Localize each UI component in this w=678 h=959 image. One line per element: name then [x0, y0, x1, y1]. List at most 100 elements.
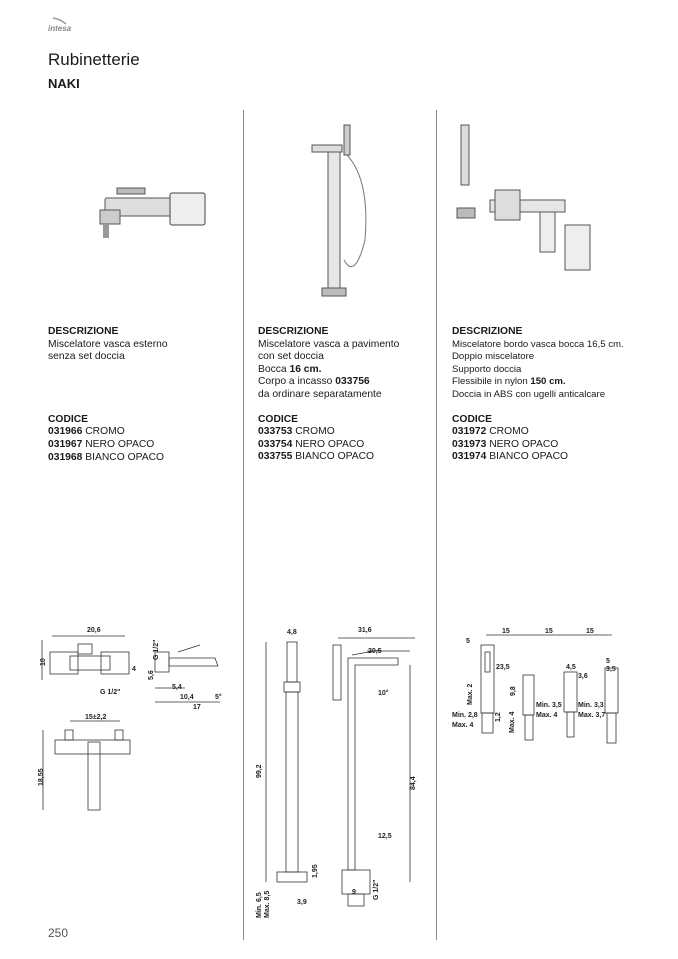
dimension-label: 10,4 [180, 694, 194, 701]
finish: CROMO [489, 426, 529, 438]
column-divider [436, 110, 437, 940]
dimension-label: 5,4 [172, 684, 182, 691]
code: 031967 [48, 438, 83, 450]
code-row: 033753 CROMO [258, 426, 448, 439]
description-heading: DESCRIZIONE [452, 326, 523, 337]
description-line: Flessibile in nylon 150 cm. [452, 376, 642, 389]
product-image-deck-mixer [456, 124, 591, 271]
code: 031972 [452, 426, 487, 438]
dimension-label: 18,55 [38, 768, 45, 786]
description-line: Bocca 16 cm. [258, 364, 448, 377]
dimension-label: 99,2 [256, 764, 263, 778]
product-info-1: DESCRIZIONE Miscelatore vasca esterno se… [48, 326, 238, 464]
dimension-label: 5,6 [148, 670, 155, 680]
dimension-label: Max. 3,7 [578, 712, 606, 719]
logo-mark-icon [52, 17, 67, 25]
dimension-label: 10° [378, 690, 389, 697]
dimension-label: Min. 3,5 [536, 702, 562, 709]
dimension-label: G 1/2" [100, 689, 121, 696]
dimension-label: 10 [40, 658, 47, 666]
description-line: senza set doccia [48, 351, 125, 363]
code-row: 031966 CROMO [48, 426, 238, 439]
dimension-label: 5 [466, 638, 470, 645]
dimension-label: Max. 2 [467, 683, 474, 705]
text: Corpo a incasso [258, 376, 336, 388]
dimension-label: Max. 4 [509, 711, 516, 733]
code-row: 033755 BIANCO OPACO [258, 451, 448, 464]
dimension-label: 3,6 [578, 673, 588, 680]
description-line: da ordinare separatamente [258, 388, 382, 400]
dimension-label: G 1/2" [153, 639, 160, 660]
code: 031974 [452, 451, 487, 463]
dimension-label: Min. 2,8 [452, 712, 478, 719]
description-line: Miscelatore bordo vasca bocca 16,5 cm. [452, 338, 624, 350]
dimension-label: 15 [502, 628, 510, 635]
text: 150 cm. [530, 376, 566, 388]
dimension-label: 4,5 [566, 664, 576, 671]
text: 033756 [335, 376, 370, 388]
dimension-label: Max. 4 [536, 712, 558, 719]
dimension-label: Max. 8,5 [264, 890, 271, 918]
description-line: Miscelatore vasca a pavimento [258, 338, 400, 350]
description-heading: DESCRIZIONE [48, 326, 119, 337]
code-heading: CODICE [258, 413, 299, 425]
dimension-label: 1,95 [312, 864, 319, 878]
column-divider [243, 110, 244, 940]
dimension-label: 84,4 [410, 776, 417, 790]
product-info-3: DESCRIZIONE Miscelatore bordo vasca bocc… [452, 326, 642, 464]
code-row: 031974 BIANCO OPACO [452, 451, 642, 464]
dimension-label: 5 [606, 658, 610, 665]
text: Flessibile in nylon [452, 376, 531, 388]
finish: NERO OPACO [489, 438, 559, 450]
description-line: Supporto doccia [452, 363, 522, 375]
technical-drawing-1 [41, 635, 220, 811]
code-heading: CODICE [452, 413, 493, 425]
finish: NERO OPACO [85, 438, 155, 450]
code: 033755 [258, 451, 293, 463]
dimension-label: 9 [352, 889, 356, 896]
code-row: 031972 CROMO [452, 426, 642, 439]
code-row: 031967 NERO OPACO [48, 439, 238, 452]
finish: CROMO [85, 426, 125, 438]
description-line: Miscelatore vasca esterno [48, 338, 168, 350]
description-line: con set doccia [258, 351, 324, 363]
finish: BIANCO OPACO [295, 451, 375, 463]
dimension-label: G 1/2" [373, 879, 380, 900]
text: Bocca [258, 363, 290, 375]
finish: NERO OPACO [295, 438, 365, 450]
brand-logo: intesa [48, 24, 72, 33]
description-heading: DESCRIZIONE [258, 326, 329, 337]
text: 16 cm. [289, 363, 322, 375]
dimension-label: 23,5 [496, 664, 510, 671]
dimension-label: 1,2 [495, 712, 502, 722]
product-image-floor-mixer [311, 124, 367, 297]
page-number: 250 [48, 926, 69, 940]
dimension-label: 17 [193, 704, 201, 711]
page-title: Rubinetterie [48, 50, 140, 69]
dimension-label: 20,6 [87, 627, 101, 634]
dimension-label: 5° [215, 694, 222, 701]
code-row: 031973 NERO OPACO [452, 439, 642, 452]
dimension-label: Max. 4 [452, 722, 474, 729]
description-line: Doccia in ABS con ugelli anticalcare [452, 388, 606, 400]
dimension-label: 20,5 [368, 648, 382, 655]
technical-drawing-2 [265, 637, 415, 907]
code-heading: CODICE [48, 413, 89, 425]
code-row: 033754 NERO OPACO [258, 439, 448, 452]
dimension-label: 3,9 [297, 899, 307, 906]
finish: BIANCO OPACO [85, 451, 165, 463]
dimension-label: 31,6 [358, 627, 372, 634]
dimension-label: 4 [132, 666, 136, 673]
product-info-2: DESCRIZIONE Miscelatore vasca a paviment… [258, 326, 448, 464]
description-line: Doppio miscelatore [452, 351, 535, 363]
dimension-label: 12,5 [378, 833, 392, 840]
dimension-label: 4,8 [287, 629, 297, 636]
code-row: 031968 BIANCO OPACO [48, 452, 238, 465]
dimension-label: 15±2,2 [85, 714, 107, 721]
dimension-label: 15 [545, 628, 553, 635]
description-line: Corpo a incasso 033756 [258, 376, 448, 389]
dimension-label: Min. 6,5 [256, 892, 263, 918]
code: 031968 [48, 451, 83, 463]
code: 031966 [48, 426, 83, 438]
dimension-label: 3,5 [606, 666, 616, 673]
